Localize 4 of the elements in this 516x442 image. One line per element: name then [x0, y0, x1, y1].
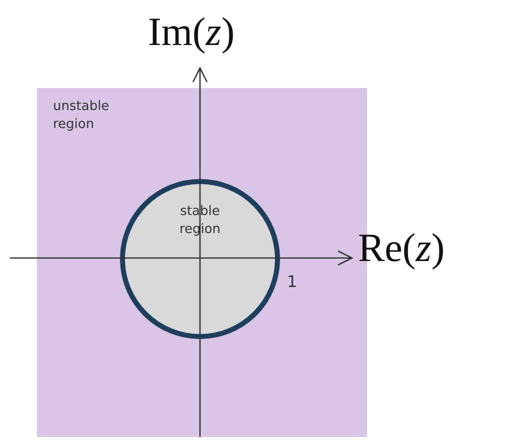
axis-label: Im(z) — [148, 8, 235, 55]
tick-label: 1 — [287, 273, 298, 291]
region-label: unstable region — [53, 98, 110, 134]
axis-label: Re(z) — [358, 224, 445, 271]
